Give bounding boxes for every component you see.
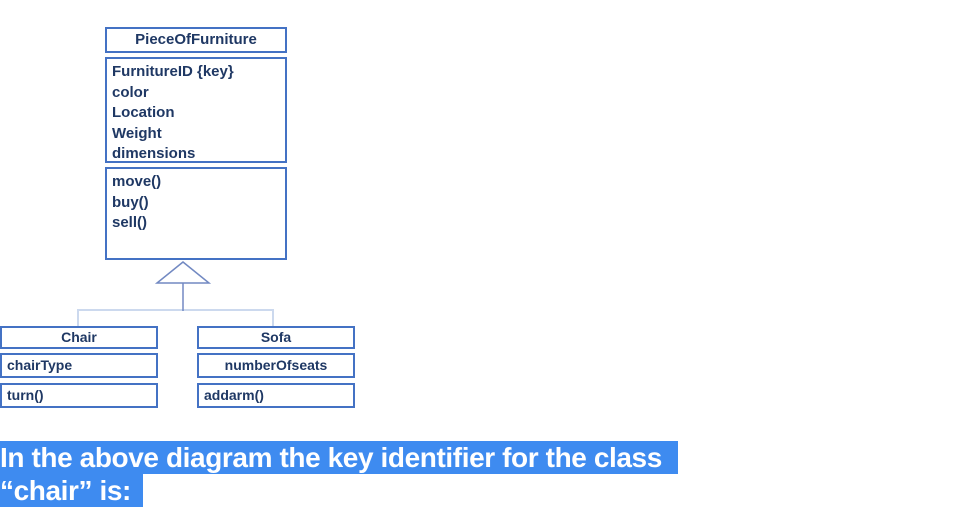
method-line: sell() (112, 214, 148, 231)
generalization-connector (77, 261, 274, 328)
class-attributes: chairType (0, 353, 158, 378)
class-box-pieceoffurniture: PieceOfFurniture FurnitureID {key} color… (105, 27, 287, 260)
attribute-line: dimensions (112, 145, 196, 162)
class-methods: turn() (0, 383, 158, 408)
question-line-1: In the above diagram the key identifier … (0, 441, 678, 474)
class-name: PieceOfFurniture (105, 27, 287, 53)
attribute-line: Weight (112, 124, 162, 142)
method-line: addarm() (204, 387, 264, 403)
method-line: turn() (7, 387, 44, 403)
attribute-line: numberOfseats (224, 357, 328, 373)
attribute-line: FurnitureID {key} (112, 63, 234, 80)
method-line: move() (112, 173, 162, 190)
attribute-line: chairType (7, 357, 73, 373)
class-box-chair: Chair chairType turn() (0, 326, 158, 408)
class-methods: move() buy() sell() (105, 167, 287, 260)
class-name: Sofa (197, 326, 355, 349)
attribute-line: Location (112, 104, 175, 121)
branch-connector-line (77, 309, 274, 328)
question-line-2: “chair” is: (0, 474, 143, 507)
class-name: Chair (0, 326, 158, 349)
class-box-sofa: Sofa numberOfseats addarm() (197, 326, 355, 408)
class-methods: addarm() (197, 383, 355, 408)
method-line: buy() (112, 193, 149, 211)
attribute-line: color (112, 83, 149, 101)
class-attributes: FurnitureID {key} color Location Weight … (105, 57, 287, 163)
generalization-triangle-icon (154, 261, 212, 284)
class-attributes: numberOfseats (197, 353, 355, 378)
